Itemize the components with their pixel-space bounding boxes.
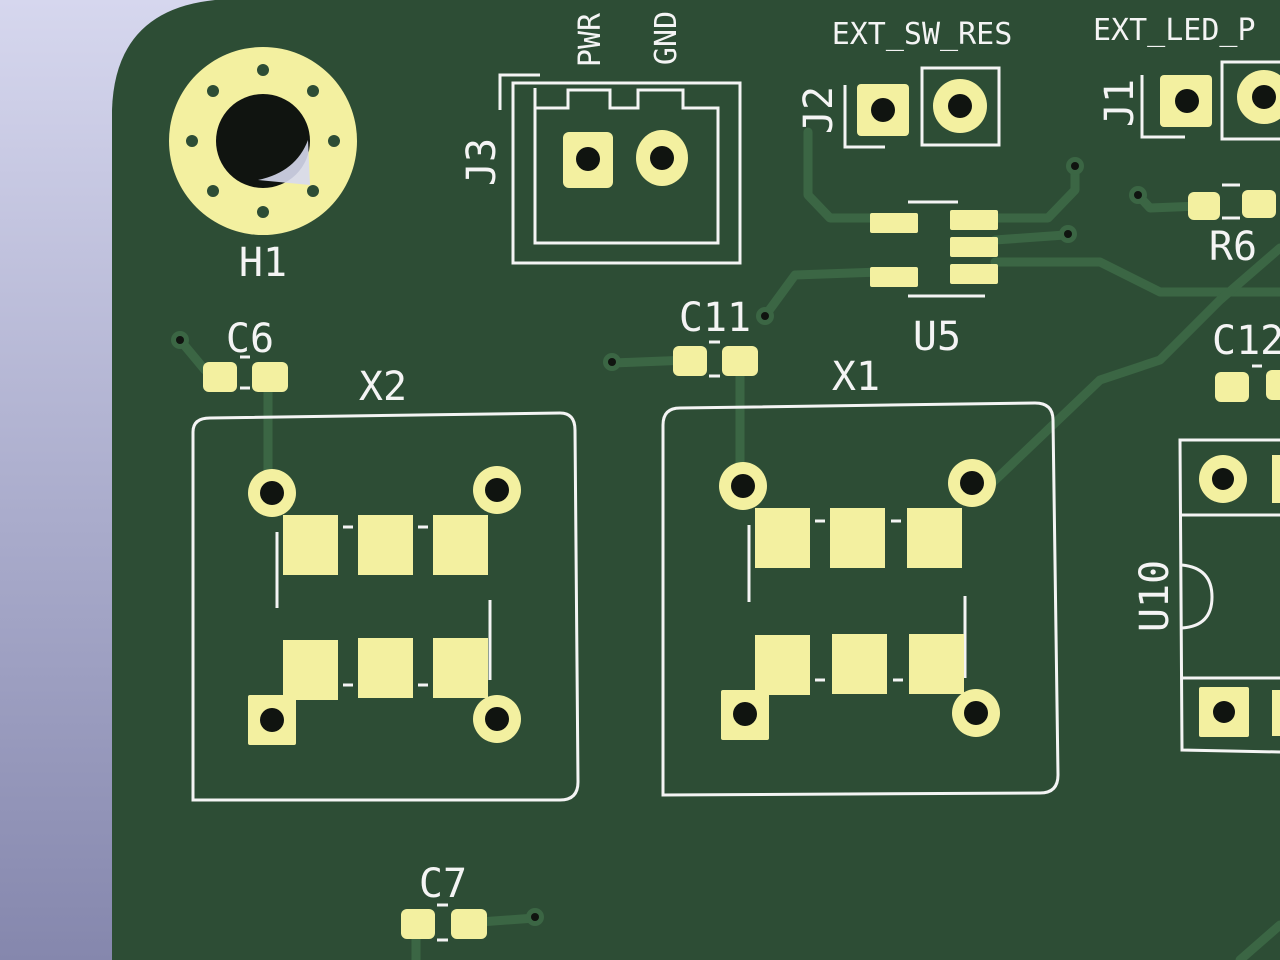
- label-u5: U5: [913, 314, 961, 360]
- label-ext-led: EXT_LED_P: [1093, 13, 1256, 48]
- label-r6: R6: [1209, 224, 1257, 270]
- connector-j2[interactable]: [843, 66, 1001, 149]
- label-c11: C11: [679, 295, 751, 341]
- label-c7: C7: [419, 861, 467, 907]
- resistor-r6[interactable]: [1188, 183, 1276, 220]
- vias: [171, 157, 1147, 926]
- traces: [175, 127, 1280, 960]
- silkscreen-small-labels: PWR GND EXT_SW_RES EXT_LED_P: [573, 11, 1256, 67]
- capacitor-c6[interactable]: [203, 355, 288, 392]
- label-gnd: GND: [649, 11, 684, 65]
- label-u10: U10: [1132, 560, 1178, 632]
- ic-u5[interactable]: [870, 200, 998, 298]
- connector-j1[interactable]: [1140, 60, 1280, 141]
- label-x1: X1: [832, 354, 880, 400]
- label-c6: C6: [226, 316, 274, 362]
- mounting-hole-h1[interactable]: [169, 47, 357, 235]
- connector-j3[interactable]: [498, 73, 742, 265]
- capacitor-c12[interactable]: [1215, 364, 1280, 402]
- ic-u10[interactable]: [1178, 438, 1280, 754]
- label-ext-sw-res: EXT_SW_RES: [832, 17, 1013, 52]
- j3-pads[interactable]: [563, 130, 688, 188]
- label-x2: X2: [359, 364, 407, 410]
- label-c12: C12: [1212, 318, 1280, 364]
- capacitor-c11[interactable]: [673, 340, 758, 378]
- label-h1: H1: [239, 240, 287, 286]
- label-j3: J3: [459, 138, 505, 186]
- label-pwr: PWR: [573, 12, 608, 67]
- label-j2: J2: [796, 86, 842, 134]
- module-x2[interactable]: [191, 411, 580, 802]
- module-x1[interactable]: [661, 401, 1060, 797]
- silkscreen-labels: H1 C6 X2 C11 X1 U5 R6 C12 C7 J3 J2 J1 U1…: [226, 79, 1280, 907]
- label-j1: J1: [1097, 79, 1143, 127]
- capacitor-c7[interactable]: [401, 903, 487, 942]
